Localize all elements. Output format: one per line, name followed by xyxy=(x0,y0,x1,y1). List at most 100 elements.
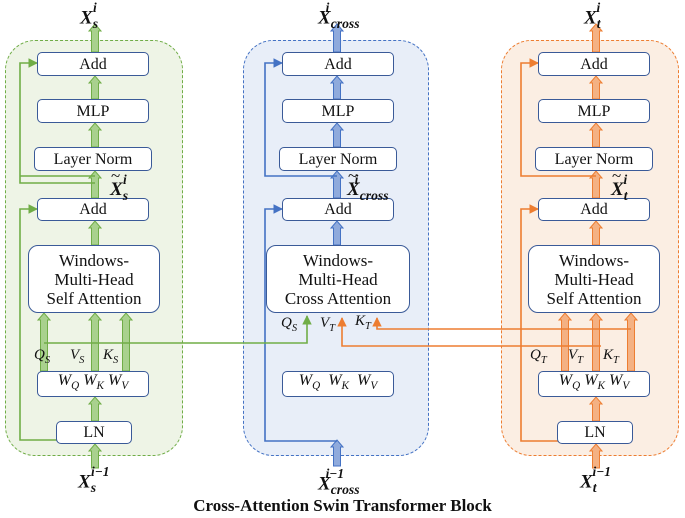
left-attention-line-2: Multi-Head xyxy=(54,269,134,289)
left-arrow-attn-to-add xyxy=(87,220,103,246)
left-add-bottom-label: Add xyxy=(79,201,107,218)
right-input-label: Xti−1 xyxy=(580,464,611,496)
right-mlp-label: MLP xyxy=(577,102,611,120)
left-arrow-k xyxy=(118,312,134,372)
right-layer-norm-label: Layer Norm xyxy=(554,150,634,168)
right-arrow-mlp-to-add xyxy=(588,75,604,100)
left-arrow-q xyxy=(36,312,52,372)
left-mlp-label: MLP xyxy=(76,102,110,120)
middle-mlp-label: MLP xyxy=(321,102,355,120)
left-arrow-mlp-to-add xyxy=(87,75,103,100)
left-attention-line-3: Self Attention xyxy=(46,288,142,308)
middle-attention-line-2: Multi-Head xyxy=(298,269,378,289)
left-attention-box: Windows- Multi-Head Self Attention xyxy=(28,245,160,313)
right-arrow-output xyxy=(588,23,604,53)
right-ln-label: LN xyxy=(584,424,606,441)
right-residual-inner xyxy=(520,58,596,177)
left-arrow-input xyxy=(87,443,103,469)
middle-add-bottom-label: Add xyxy=(324,201,352,218)
middle-wv: WV xyxy=(357,372,378,393)
left-arrow-ln-to-w xyxy=(87,396,103,422)
left-add-top-label: Add xyxy=(79,55,107,73)
middle-k-label: KT xyxy=(355,313,371,332)
middle-layer-norm-box: Layer Norm xyxy=(279,147,397,171)
right-v-label: VT xyxy=(568,347,584,366)
left-arrow-v xyxy=(87,312,103,372)
left-arrow-norm-to-mlp xyxy=(87,122,103,148)
right-layer-norm-box: Layer Norm xyxy=(535,147,653,171)
left-attention-line-1: Windows- xyxy=(58,250,130,270)
right-arrow-k xyxy=(623,312,639,372)
left-mid-label: Xsi xyxy=(110,166,128,204)
left-wv: WV xyxy=(108,372,129,393)
middle-arrow-norm-to-mlp xyxy=(329,122,345,148)
right-arrow-q xyxy=(557,312,573,372)
middle-wk: WK xyxy=(328,372,350,393)
middle-arrow-mlp-to-add xyxy=(329,75,345,100)
left-layer-norm-label: Layer Norm xyxy=(53,150,133,168)
left-weights-box: WQ WK WV xyxy=(37,371,149,397)
right-arrow-input xyxy=(588,443,604,469)
middle-attention-line-1: Windows- xyxy=(302,250,374,270)
right-arrow-norm-to-mlp xyxy=(588,122,604,148)
figure-caption: Cross-Attention Swin Transformer Block xyxy=(193,496,492,515)
middle-residual-outer xyxy=(264,204,337,442)
middle-attention-box: Windows- Multi-Head Cross Attention xyxy=(266,245,410,313)
right-weights-box: WQ WK WV xyxy=(538,371,650,397)
middle-residual-inner xyxy=(264,58,337,177)
k-target-to-cross xyxy=(372,317,631,330)
left-arrow-output xyxy=(87,23,103,53)
left-wq: WQ xyxy=(57,372,80,393)
left-q-label: QS xyxy=(34,347,51,366)
right-add-top-box: Add xyxy=(538,52,650,76)
right-arrow-ln-to-w xyxy=(588,396,604,422)
right-add-bottom-box: Add xyxy=(538,198,650,221)
right-wk: WK xyxy=(584,372,606,393)
middle-arrow-input xyxy=(329,439,345,467)
left-add-top-box: Add xyxy=(37,52,149,76)
middle-output-label: Xcrossi xyxy=(318,0,360,32)
left-input-label: Xsi−1 xyxy=(78,464,110,496)
right-wq: WQ xyxy=(558,372,581,393)
middle-mid-label: Xcrossi xyxy=(347,166,389,204)
right-attention-line-1: Windows- xyxy=(558,250,630,270)
right-output-label: Xti xyxy=(584,0,601,32)
q-source-to-cross xyxy=(44,315,312,344)
middle-arrow-add-to-norm xyxy=(329,170,345,199)
right-arrow-attn-to-add xyxy=(588,220,604,246)
right-wv: WV xyxy=(609,372,630,393)
middle-q-label: QS xyxy=(281,315,298,334)
left-wk: WK xyxy=(83,372,105,393)
left-output-label: Xsi xyxy=(80,0,99,32)
left-ln-label: LN xyxy=(83,424,105,441)
left-mlp-box: MLP xyxy=(37,99,149,123)
middle-wq: WQ xyxy=(298,372,321,393)
right-arrow-add-to-norm xyxy=(588,170,604,199)
right-ln-box: LN xyxy=(557,421,633,444)
left-add-bottom-box: Add xyxy=(37,198,149,221)
middle-mlp-box: MLP xyxy=(282,99,394,123)
middle-add-top-label: Add xyxy=(324,55,352,73)
right-mlp-box: MLP xyxy=(538,99,650,123)
left-layer-norm-box: Layer Norm xyxy=(34,147,152,171)
left-k-label: KS xyxy=(103,347,119,366)
right-residual-outer xyxy=(520,204,596,442)
middle-input-label: Xcrossi−1 xyxy=(318,466,360,498)
right-add-bottom-label: Add xyxy=(580,201,608,218)
right-attention-line-2: Multi-Head xyxy=(554,269,634,289)
right-add-top-label: Add xyxy=(580,55,608,73)
middle-arrow-attn-to-add xyxy=(329,220,345,246)
right-k-label: KT xyxy=(603,347,619,366)
middle-arrow-output xyxy=(329,23,345,53)
right-attention-box: Windows- Multi-Head Self Attention xyxy=(528,245,660,313)
middle-attention-line-3: Cross Attention xyxy=(284,288,392,308)
left-residual-outer xyxy=(19,204,95,441)
left-arrow-add-to-norm xyxy=(87,170,103,199)
right-arrow-v xyxy=(588,312,604,372)
middle-add-top-box: Add xyxy=(282,52,394,76)
middle-v-label: VT xyxy=(320,315,336,334)
right-attention-line-3: Self Attention xyxy=(546,288,642,308)
v-target-to-cross xyxy=(337,317,601,347)
right-q-label: QT xyxy=(530,347,547,366)
